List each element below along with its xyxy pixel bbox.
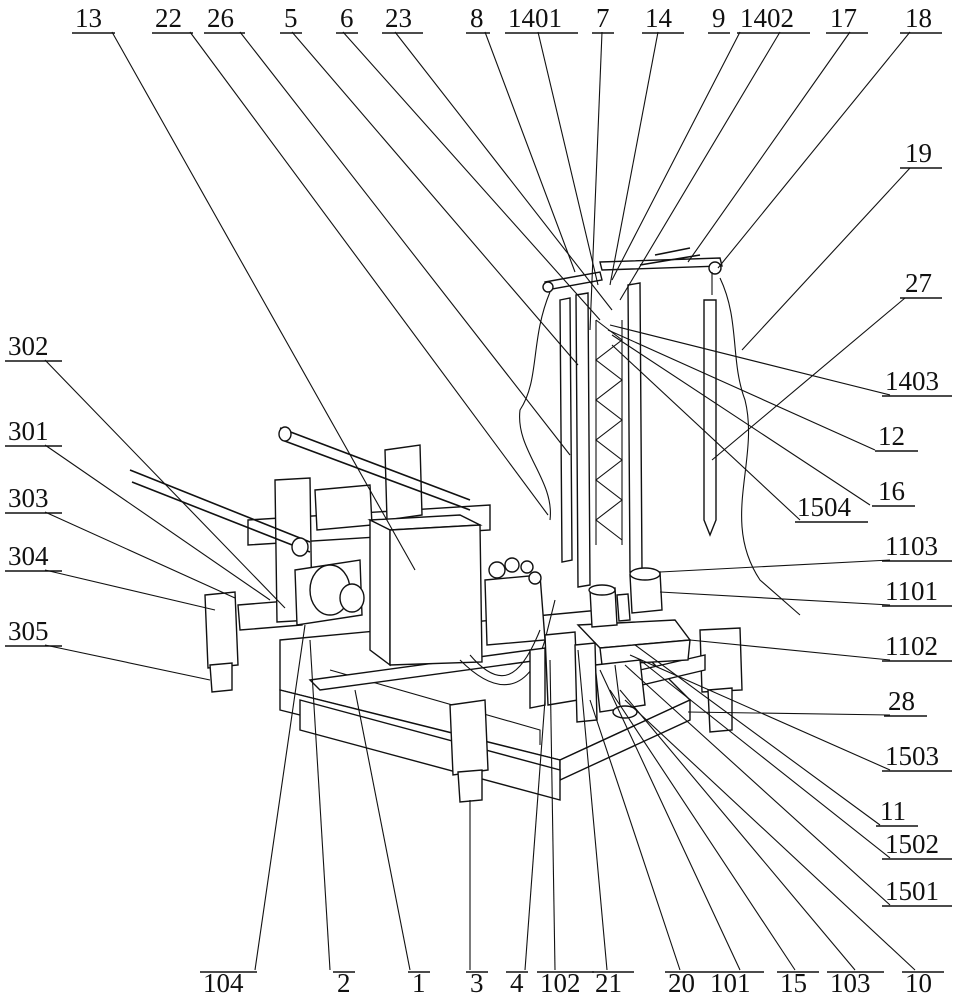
motor-unit (294, 559, 365, 626)
label-9: 9 (712, 3, 726, 33)
drill-rod (519, 272, 801, 616)
label-10: 10 (905, 968, 932, 998)
label-26: 26 (207, 3, 234, 33)
label-1502: 1502 (885, 829, 939, 859)
label-303: 303 (8, 483, 49, 513)
label-4: 4 (510, 968, 524, 998)
label-304: 304 (8, 541, 49, 571)
label-5: 5 (284, 3, 298, 33)
label-23: 23 (385, 3, 412, 33)
label-6: 6 (340, 3, 354, 33)
label-8: 8 (470, 3, 484, 33)
label-16: 16 (878, 476, 905, 506)
label-1103: 1103 (885, 531, 938, 561)
part-labels: 13 22 26 5 6 23 8 1401 7 14 9 1402 17 18… (5, 3, 952, 998)
label-21: 21 (595, 968, 622, 998)
label-18: 18 (905, 3, 932, 33)
label-15: 15 (780, 968, 807, 998)
label-22: 22 (155, 3, 182, 33)
hydraulic-components (459, 557, 556, 686)
label-301: 301 (8, 416, 49, 446)
label-104: 104 (203, 968, 244, 998)
mast (542, 247, 723, 588)
label-11: 11 (880, 796, 906, 826)
label-1101: 1101 (885, 576, 938, 606)
label-17: 17 (830, 3, 857, 33)
label-3: 3 (470, 968, 484, 998)
label-102: 102 (540, 968, 581, 998)
label-28: 28 (888, 686, 915, 716)
label-305: 305 (8, 616, 49, 646)
control-box (367, 514, 483, 667)
label-1401: 1401 (508, 3, 562, 33)
label-1504: 1504 (797, 492, 852, 522)
label-1501: 1501 (885, 876, 939, 906)
label-1102: 1102 (885, 631, 938, 661)
leader-lines (44, 31, 916, 971)
label-14: 14 (645, 3, 673, 33)
label-1503: 1503 (885, 741, 939, 771)
label-13: 13 (75, 3, 102, 33)
gearbox-support (529, 631, 598, 723)
label-103: 103 (830, 968, 871, 998)
label-1403: 1403 (885, 366, 939, 396)
label-27: 27 (905, 268, 932, 298)
label-7: 7 (596, 3, 610, 33)
label-20: 20 (668, 968, 695, 998)
label-302: 302 (8, 331, 49, 361)
label-1402: 1402 (740, 3, 794, 33)
label-12: 12 (878, 421, 905, 451)
label-2: 2 (337, 968, 351, 998)
left-cradle (129, 426, 491, 623)
label-101: 101 (710, 968, 751, 998)
label-1: 1 (412, 968, 426, 998)
label-19: 19 (905, 138, 932, 168)
rotary-head (576, 567, 692, 719)
